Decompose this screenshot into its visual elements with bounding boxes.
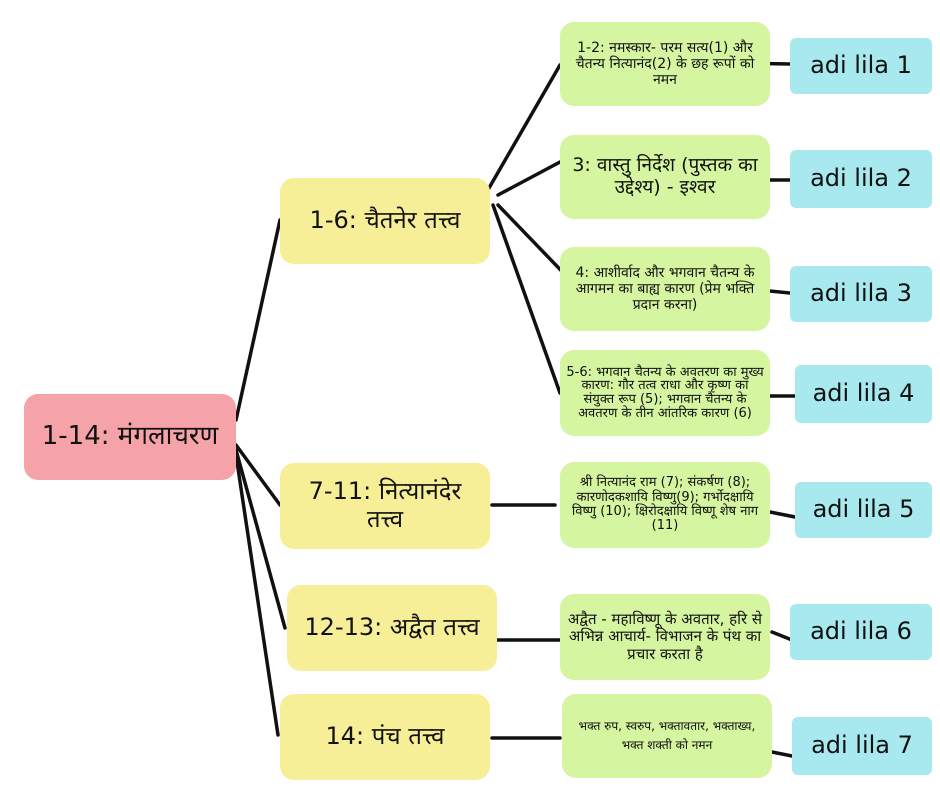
connector-root-section-4 (234, 453, 280, 737)
connector-detail-lila-7 (770, 750, 794, 758)
lila-label: adi lila 1 (810, 51, 912, 80)
detail-node-1: 1-2: नमस्कार- परम सत्य(1) और चैतन्य नित्… (560, 22, 770, 106)
adi-lila-6: adi lila 6 (790, 604, 932, 660)
adi-lila-7: adi lila 7 (792, 717, 932, 775)
detail-node-6: अद्वैत - महाविष्णू के अवतार, हरि से अभिन… (560, 594, 770, 680)
section-label: 14: पंच तत्त्व (325, 722, 445, 751)
detail-text: 4: आशीर्वाद और भगवान चैतन्य के आगमन का ब… (575, 264, 755, 314)
section-label: 12-13: अद्वैत तत्त्व (304, 613, 480, 642)
adi-lila-3: adi lila 3 (790, 266, 932, 322)
connector-root-section-3 (234, 448, 287, 630)
adi-lila-2: adi lila 2 (790, 150, 932, 208)
lila-label: adi lila 3 (810, 279, 912, 308)
detail-text: 3: वास्तु निर्देश (पुस्तक का उद्देश्य) -… (572, 154, 758, 198)
section-node-1: 1-6: चैतनेर तत्त्व (280, 178, 490, 264)
detail-node-2: 3: वास्तु निर्देश (पुस्तक का उद्देश्य) -… (560, 135, 770, 219)
detail-text: भक्त रुप, स्वरुप, भक्तावतार, भक्ताख्य, भ… (578, 718, 756, 752)
detail-text: 1-2: नमस्कार- परम सत्य(1) और चैतन्य नित्… (575, 39, 755, 89)
lila-label: adi lila 2 (810, 164, 912, 193)
section-node-2: 7-11: नित्यानंदेर तत्त्व (280, 463, 490, 549)
detail-text: अद्वैत - महाविष्णू के अवतार, हरि से अभिन… (567, 610, 763, 663)
connector-root-section-2 (234, 443, 282, 507)
adi-lila-1: adi lila 1 (790, 38, 932, 94)
detail-node-7: भक्त रुप, स्वरुप, भक्तावतार, भक्ताख्य, भ… (562, 694, 772, 778)
lila-label: adi lila 4 (812, 379, 915, 408)
lila-label: adi lila 5 (812, 495, 915, 524)
detail-node-3: 4: आशीर्वाद और भगवान चैतन्य के आगमन का ब… (560, 247, 770, 331)
detail-text: 5-6: भगवान चैतन्य के अवतरण का मुख्य कारण… (566, 364, 764, 421)
detail-text: श्री नित्यानंद राम (7); संकर्षण (8); कार… (571, 475, 759, 534)
section-node-4: 14: पंच तत्त्व (280, 694, 490, 780)
root-label: 1-14: मंगलाचरण (41, 421, 219, 452)
connector-section1-detail-4 (491, 203, 562, 395)
root-node: 1-14: मंगलाचरण (24, 394, 236, 480)
lila-label: adi lila 6 (810, 617, 912, 646)
connector-detail-lila-6 (770, 630, 794, 642)
section-label: 7-11: नित्यानंदेर तत्त्व (308, 477, 462, 533)
adi-lila-4: adi lila 4 (795, 365, 932, 423)
connector-section1-detail-2 (496, 160, 562, 197)
detail-node-5: श्री नित्यानंद राम (7); संकर्षण (8); कार… (560, 462, 770, 548)
section-label: 1-6: चैतनेर तत्त्व (309, 206, 461, 235)
adi-lila-5: adi lila 5 (795, 482, 932, 538)
lila-label: adi lila 7 (811, 731, 913, 760)
connector-section1-detail-1 (483, 63, 562, 197)
detail-node-4: 5-6: भगवान चैतन्य के अवतरण का मुख्य कारण… (560, 350, 770, 436)
connector-root-section-1 (234, 218, 282, 422)
section-node-3: 12-13: अद्वैत तत्त्व (287, 585, 497, 671)
